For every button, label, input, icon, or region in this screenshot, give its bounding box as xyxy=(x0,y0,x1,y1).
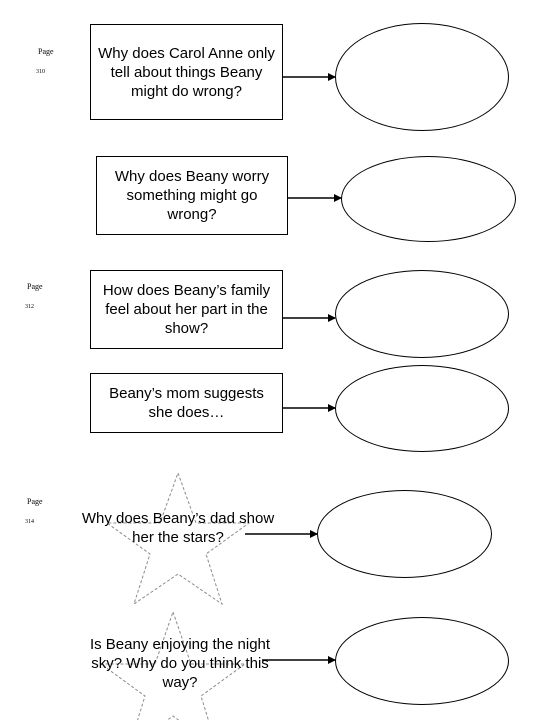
question-text: Why does Carol Anne only tell about thin… xyxy=(98,44,275,100)
question-box-3: How does Beany’s family feel about her p… xyxy=(90,270,283,349)
star-question-2: Is Beany enjoying the night sky? Why do … xyxy=(89,635,271,692)
page-label-312: Page 312 xyxy=(25,282,43,312)
page-number: 312 xyxy=(25,304,34,310)
page-word: Page xyxy=(27,282,43,291)
question-box-1: Why does Carol Anne only tell about thin… xyxy=(90,24,283,120)
question-text: Why does Beany’s dad show her the stars? xyxy=(81,510,275,546)
answer-oval-5[interactable] xyxy=(317,490,492,578)
question-text: Why does Beany worry something might go … xyxy=(114,168,270,223)
star-shape-1 xyxy=(105,471,251,606)
answer-oval-6[interactable] xyxy=(335,617,509,705)
star-shape-2 xyxy=(99,610,247,720)
question-text: Is Beany enjoying the night sky? Why do … xyxy=(89,636,271,691)
page-label-314: Page 314 xyxy=(25,497,43,527)
page-word: Page xyxy=(38,47,54,56)
answer-oval-4[interactable] xyxy=(335,365,509,452)
page-word: Page xyxy=(27,497,43,506)
question-box-2: Why does Beany worry something might go … xyxy=(96,156,288,235)
answer-oval-3[interactable] xyxy=(335,270,509,358)
page-number: 314 xyxy=(25,519,34,525)
page-number: 310 xyxy=(36,69,45,75)
question-box-4: Beany’s mom suggests she does… xyxy=(90,373,283,433)
star-question-1: Why does Beany’s dad show her the stars? xyxy=(80,509,276,547)
answer-oval-1[interactable] xyxy=(335,23,509,131)
question-text: Beany’s mom suggests she does… xyxy=(109,385,264,421)
answer-oval-2[interactable] xyxy=(341,156,516,242)
page-label-310: Page 310 xyxy=(36,47,54,77)
question-text: How does Beany’s family feel about her p… xyxy=(102,282,271,337)
